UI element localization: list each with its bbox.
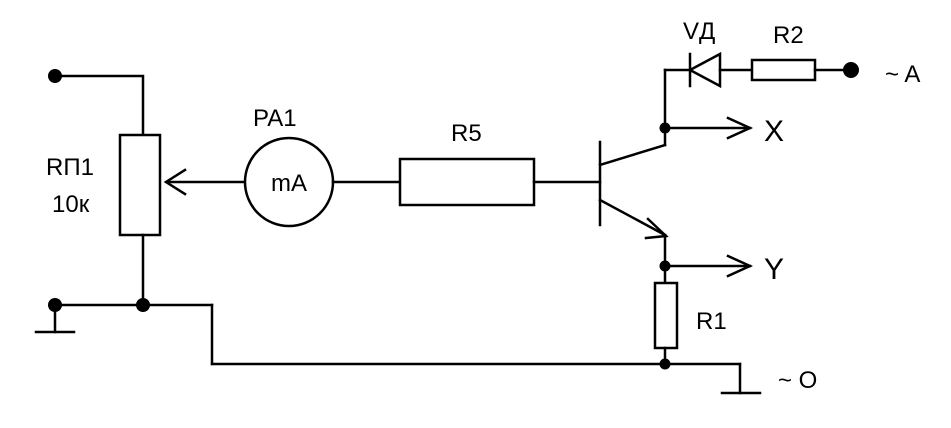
- meter-unit: mA: [271, 170, 307, 197]
- output-y-arrow: [726, 254, 754, 278]
- milliammeter-pa1: mA: [243, 136, 335, 228]
- label-output-x: X: [764, 115, 784, 148]
- ground-bus: [34, 298, 762, 395]
- resistor-r2: [750, 58, 817, 82]
- diode-vd: [687, 51, 754, 89]
- label-vd: VД: [683, 18, 715, 45]
- resistor-r5: [398, 157, 536, 207]
- rp1-top-terminal: [48, 69, 62, 83]
- resistor-r1: [653, 281, 679, 350]
- emitter-node: [659, 233, 754, 285]
- ground-terminal-left: [48, 298, 62, 312]
- label-r1: R1: [696, 308, 727, 335]
- transistor-emitter: [598, 198, 667, 237]
- transistor-collector: [598, 143, 667, 167]
- label-terminal-o: ~ O: [778, 367, 817, 394]
- label-rp1-value: 10к: [52, 191, 90, 218]
- rp1-top-wire: [53, 74, 145, 137]
- output-x-arrow: [726, 116, 754, 140]
- rp1-body: [118, 133, 162, 237]
- label-rp1: RП1: [46, 154, 94, 181]
- diode-triangle: [687, 51, 722, 89]
- label-terminal-a: ~ A: [885, 61, 920, 88]
- label-r2: R2: [773, 22, 804, 49]
- ground-junction: [136, 298, 150, 312]
- potentiometer-rp1: [48, 69, 162, 307]
- wiper-arrow: [163, 168, 247, 196]
- label-output-y: Y: [764, 253, 784, 286]
- collector-node: [659, 68, 754, 147]
- label-r5: R5: [451, 120, 482, 147]
- terminal-a-dot: [843, 62, 859, 78]
- label-pa1: PA1: [253, 105, 297, 132]
- emitter-arrow: [644, 217, 669, 240]
- transistor: [598, 140, 669, 240]
